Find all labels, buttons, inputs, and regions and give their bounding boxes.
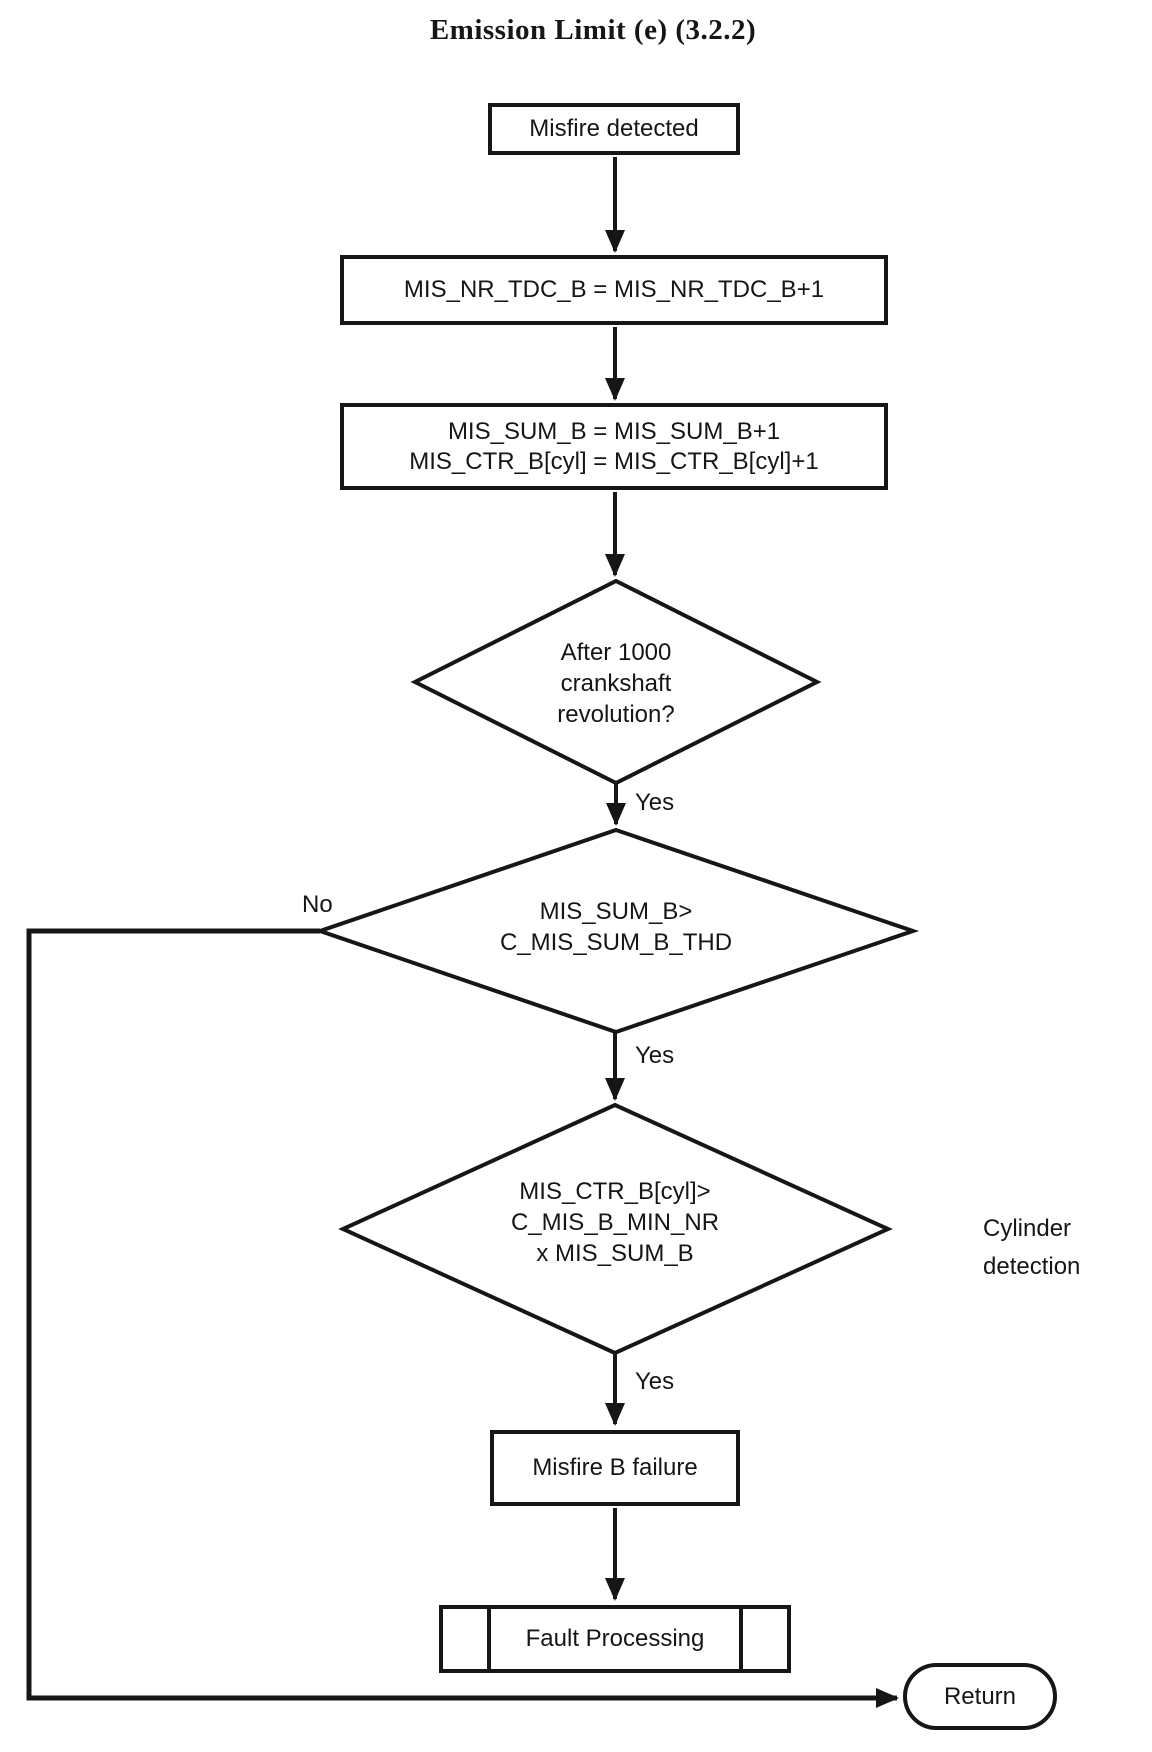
node-misfire-detected-label: Misfire detected bbox=[529, 115, 699, 142]
no-loop-line bbox=[26, 928, 899, 1708]
node-fault-processing-label: Fault Processing bbox=[525, 1625, 705, 1652]
node-misfire-failure-label: Misfire B failure bbox=[532, 1454, 698, 1481]
decision-cylinder-text: MIS_CTR_B[cyl]> C_MIS_B_MIN_NR x MIS_SUM… bbox=[511, 1176, 719, 1269]
decision-cylinder-line1: MIS_CTR_B[cyl]> bbox=[519, 1178, 711, 1205]
decision-sum-threshold-line1: MIS_SUM_B> bbox=[539, 898, 693, 925]
diamond-sum-threshold bbox=[313, 827, 920, 1035]
cylinder-detection-line1: Cylinder bbox=[983, 1215, 1072, 1242]
diamond-cylinder-counter bbox=[338, 1102, 893, 1356]
decision-cylinder-line3: x MIS_SUM_B bbox=[536, 1240, 694, 1267]
decision-revolutions-line3: revolution? bbox=[557, 701, 675, 728]
edge-label-no: No bbox=[302, 891, 333, 918]
node-return: Return bbox=[903, 1663, 1057, 1730]
cylinder-detection-annotation: Cylinder detection bbox=[983, 1210, 1080, 1286]
node-misfire-detected: Misfire detected bbox=[488, 103, 740, 155]
edge-label-yes-2: Yes bbox=[635, 1042, 675, 1069]
decision-revolutions-line1: After 1000 bbox=[560, 639, 672, 666]
diamond-after-1000-revolutions bbox=[410, 578, 822, 786]
node-increment-sum-line2: MIS_CTR_B[cyl] = MIS_CTR_B[cyl]+1 bbox=[409, 447, 819, 475]
decision-cylinder-line2: C_MIS_B_MIN_NR bbox=[510, 1209, 720, 1236]
edge-label-yes-1: Yes bbox=[635, 789, 675, 816]
node-increment-tdc: MIS_NR_TDC_B = MIS_NR_TDC_B+1 bbox=[340, 255, 888, 325]
decision-revolutions-text: After 1000 crankshaft revolution? bbox=[557, 637, 674, 730]
predefined-process-bar-left bbox=[487, 1609, 491, 1669]
predefined-process-bar-right bbox=[739, 1609, 743, 1669]
node-fault-processing: Fault Processing bbox=[439, 1605, 791, 1673]
node-return-label: Return bbox=[943, 1682, 1017, 1710]
edge-label-yes-3: Yes bbox=[635, 1368, 675, 1395]
node-increment-sum: MIS_SUM_B = MIS_SUM_B+1 MIS_CTR_B[cyl] =… bbox=[340, 403, 888, 490]
decision-sum-threshold-text: MIS_SUM_B> C_MIS_SUM_B_THD bbox=[500, 896, 732, 958]
decision-sum-threshold-line2: C_MIS_SUM_B_THD bbox=[499, 929, 733, 956]
decision-revolutions-line2: crankshaft bbox=[560, 670, 672, 697]
cylinder-detection-line2: detection bbox=[983, 1253, 1081, 1280]
node-misfire-failure: Misfire B failure bbox=[490, 1430, 740, 1506]
node-increment-tdc-line: MIS_NR_TDC_B = MIS_NR_TDC_B+1 bbox=[403, 276, 825, 303]
page-title: Emission Limit (e) (3.2.2) bbox=[429, 14, 757, 46]
node-increment-sum-line1: MIS_SUM_B = MIS_SUM_B+1 bbox=[447, 417, 781, 445]
